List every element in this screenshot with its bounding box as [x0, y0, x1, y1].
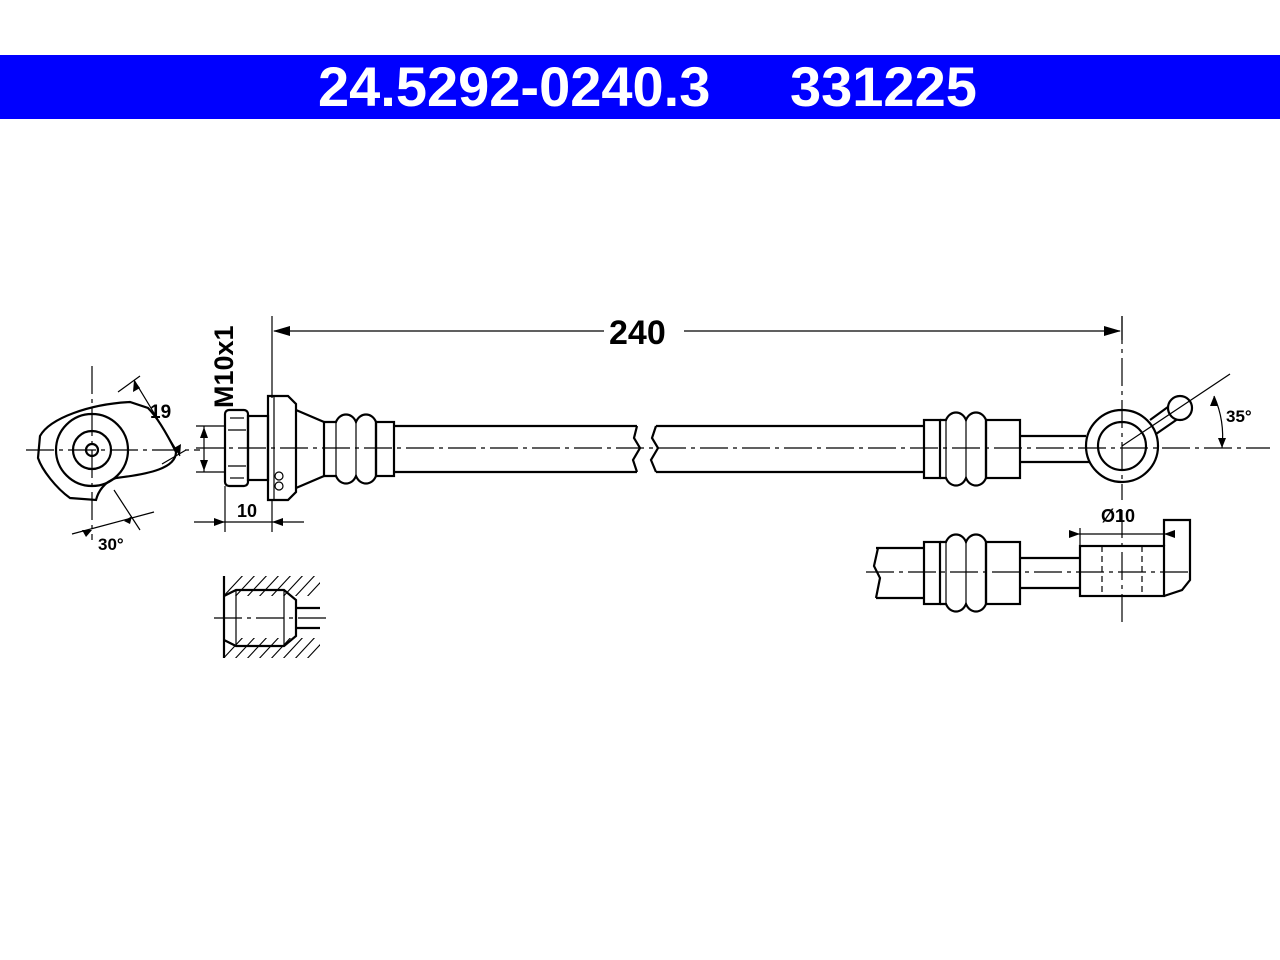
dim-angle-right: 35°	[1226, 407, 1252, 426]
dim-fitting-depth: 10	[194, 486, 304, 532]
dim-fitting-depth-label: 10	[237, 501, 257, 521]
dim-banjo-diameter: Ø10	[1101, 506, 1135, 526]
hose-assembly: 35°	[196, 316, 1270, 502]
dim-width-across: 19	[150, 402, 171, 423]
bore-section-view	[214, 576, 326, 658]
dim-thread-label: M10x1	[209, 325, 239, 408]
dim-length: 240	[271, 314, 1123, 398]
banjo-side-detail: Ø10	[866, 506, 1192, 622]
dim-thread: M10x1	[196, 325, 239, 473]
part-number: 24.5292-0240.3	[318, 55, 711, 118]
header-banner: 24.5292-0240.3 331225	[0, 55, 1280, 119]
reference-number: 331225	[790, 55, 977, 118]
fitting-end-view: 19 30°	[26, 366, 200, 554]
dim-angle-left: 30°	[98, 535, 124, 554]
dim-length-label: 240	[609, 314, 666, 352]
